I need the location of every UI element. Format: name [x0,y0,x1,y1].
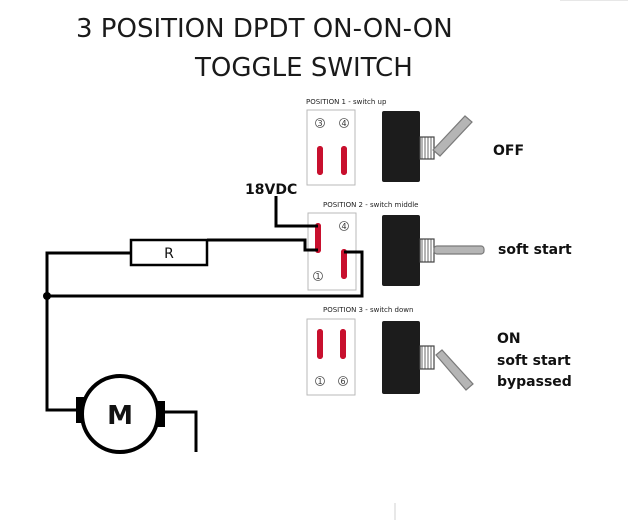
terminal-4 [339,221,349,231]
contact-dot [341,169,347,175]
switch-bushing [419,345,435,370]
motor-terminal-right [156,401,165,427]
contact-dot [341,146,347,152]
position-3-state-line-3: bypassed [497,374,572,390]
position-2-state: soft start [498,242,572,258]
resistor [129,238,209,267]
contact-dot [317,169,323,175]
switch-lever-down [435,349,474,391]
resistor-label: R [164,246,174,262]
bushing-thread [421,239,432,262]
position-2: POSITION 2 - switch middle 4 1 soft star… [307,201,572,291]
junction-dot [43,292,51,300]
terminal-1 [315,376,325,386]
bushing-thread [421,137,432,159]
terminal-1-label: 1 [315,272,320,281]
switch-body [382,321,420,394]
bypass-wire [47,250,364,298]
title-line-2: TOGGLE SWITCH [194,53,413,83]
position-1-state: OFF [493,143,524,159]
switch-lever-up [432,115,473,157]
position-3: POSITION 3 - switch down 1 6 ON soft sta… [306,306,572,396]
resistor-left-wire [45,251,131,412]
position-3-terminal-panel [306,318,356,396]
title-line-1: 3 POSITION DPDT ON-ON-ON [76,14,453,44]
terminal-1-label: 1 [317,377,322,386]
contact-dot [340,353,346,359]
motor-label: M [107,401,133,431]
contact-dot [340,329,346,335]
supply-voltage-label: 18VDC [245,182,297,198]
switch-bushing [419,136,435,160]
terminal-4-label: 4 [341,222,346,231]
position-1: POSITION 1 - switch up 3 4 OFF [306,98,524,186]
switch-lever-middle [433,245,485,255]
position-1-caption: POSITION 1 - switch up [306,98,387,106]
terminal-1 [313,271,323,281]
terminal-6 [338,376,348,386]
bushing-thread [421,346,432,369]
terminal-4 [339,118,349,128]
supply-wire [274,196,318,228]
terminal-4-label: 4 [341,119,346,128]
position-3-caption: POSITION 3 - switch down [323,306,413,314]
contact-dot [317,353,323,359]
switch-body [382,111,420,182]
switch-body [382,215,420,286]
resistor-right-wire [207,238,318,252]
motor-return-wire [165,410,198,452]
position-2-caption: POSITION 2 - switch middle [323,201,418,209]
contact-dot [341,273,347,279]
terminal-3 [315,118,325,128]
contact-dot [317,146,323,152]
position-3-state-line-2: soft start [497,353,571,369]
contact-dot [317,329,323,335]
position-3-state-line-1: ON [497,331,521,347]
terminal-3-label: 3 [317,119,322,128]
terminal-6-label: 6 [340,377,345,386]
